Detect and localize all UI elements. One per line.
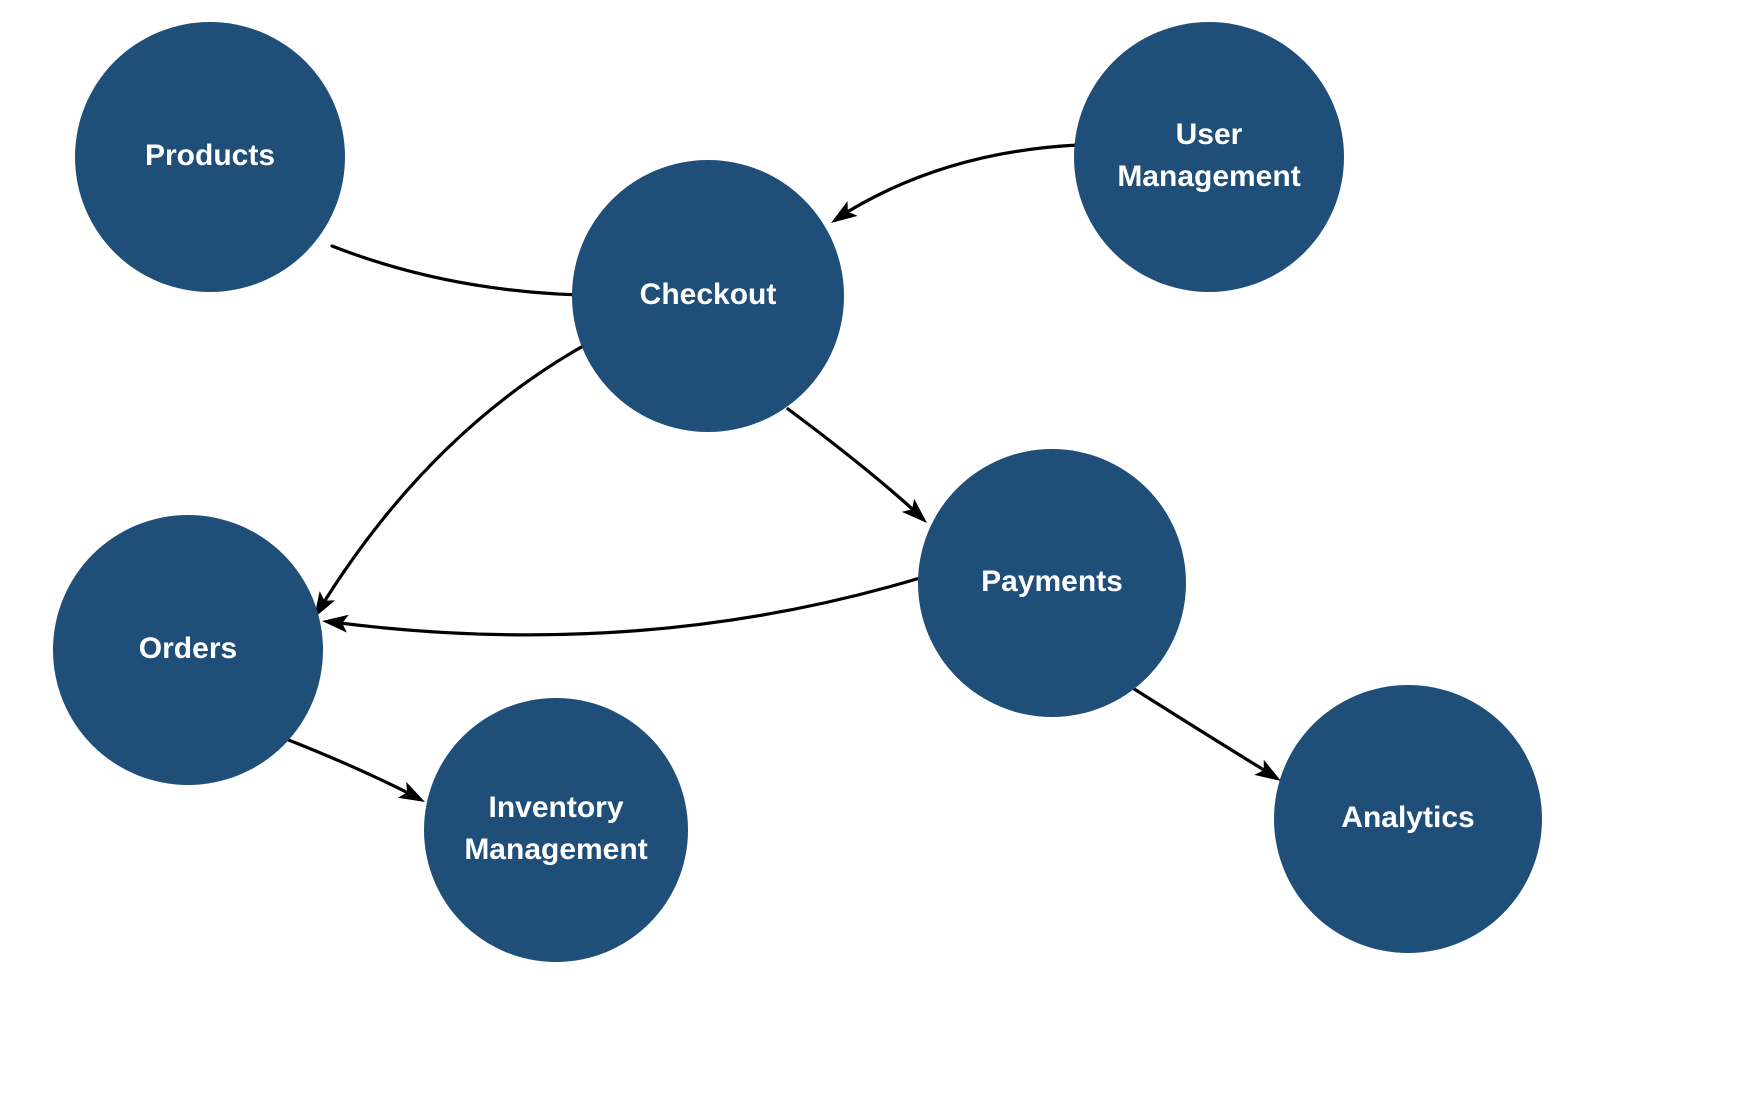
edge-hit-area[interactable] [788, 409, 920, 516]
node-analytics[interactable]: Analytics [1274, 685, 1542, 953]
node-shape-inventory-management[interactable] [424, 698, 688, 962]
arrowhead-icon [901, 498, 927, 523]
edge-hit-area[interactable] [1131, 687, 1272, 775]
node-shape-checkout[interactable] [572, 160, 844, 432]
node-shape-orders[interactable] [53, 515, 323, 785]
node-shape-user-management[interactable] [1074, 22, 1344, 292]
node-shape-analytics[interactable] [1274, 685, 1542, 953]
edge-payments-to-orders[interactable]: Payments to Orders [321, 576, 922, 637]
edge-line [317, 339, 594, 612]
edge-line [786, 407, 922, 518]
node-payments[interactable]: Payments [918, 449, 1186, 717]
arrowhead-icon [314, 591, 336, 618]
edge-hit-area[interactable] [319, 341, 592, 610]
edge-line [330, 576, 922, 637]
arrowhead-icon [831, 200, 858, 223]
edge-user-management-to-checkout[interactable]: User Management to Checkout [826, 143, 1080, 230]
edge-payments-to-analytics[interactable]: Payments to Analytics [1129, 685, 1286, 789]
edge-line [279, 735, 418, 799]
node-shape-products[interactable] [75, 22, 345, 292]
edge-line [834, 143, 1080, 221]
node-products[interactable]: Products [75, 22, 345, 292]
edge-hit-area[interactable] [281, 737, 416, 797]
edge-checkout-to-payments[interactable]: Checkout to Payments [786, 407, 933, 530]
node-checkout[interactable]: Checkout [572, 160, 844, 432]
edge-line [1129, 685, 1274, 777]
edge-checkout-to-orders[interactable]: Checkout to Orders [306, 339, 594, 623]
node-orders[interactable]: Orders [53, 515, 323, 785]
arrowhead-icon [322, 614, 349, 633]
arrowhead-icon [1254, 759, 1281, 781]
node-shape-payments[interactable] [918, 449, 1186, 717]
edge-orders-to-inventory-management[interactable]: Orders to Inventory Management [279, 735, 429, 810]
arrowhead-icon [397, 781, 425, 802]
edge-hit-area[interactable] [332, 578, 920, 635]
edge-hit-area[interactable] [836, 145, 1078, 219]
